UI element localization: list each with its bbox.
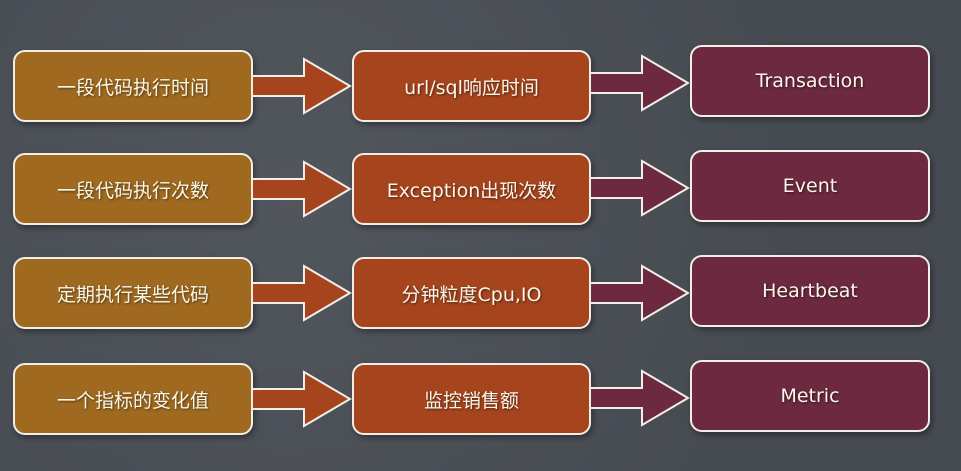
- example-box-label: Exception出现次数: [386, 179, 557, 202]
- arrow-right-icon: [590, 159, 690, 217]
- source-box-label: 一个指标的变化值: [56, 389, 209, 412]
- message-type-box-label: Transaction: [755, 70, 865, 92]
- example-box-label: 分钟粒度Cpu,IO: [401, 283, 542, 306]
- message-type-box-label: Event: [782, 175, 838, 197]
- example-box: url/sql响应时间: [352, 50, 591, 122]
- arrow-right-icon: [252, 264, 352, 322]
- message-type-box-label: Metric: [780, 385, 840, 407]
- message-type-box: Event: [690, 150, 930, 222]
- arrow-right-icon: [252, 370, 352, 428]
- source-box: 一个指标的变化值: [13, 363, 253, 435]
- message-type-box-label: Heartbeat: [762, 280, 858, 302]
- message-type-box: Transaction: [690, 45, 930, 117]
- arrow-right-icon: [590, 369, 690, 427]
- source-box: 一段代码执行时间: [13, 50, 253, 122]
- source-box: 一段代码执行次数: [13, 153, 253, 225]
- arrow-right-icon: [590, 264, 690, 322]
- arrow-right-icon: [252, 160, 352, 218]
- source-box-label: 定期执行某些代码: [56, 283, 209, 306]
- source-box-label: 一段代码执行时间: [56, 76, 209, 99]
- source-box-label: 一段代码执行次数: [56, 179, 209, 202]
- example-box: Exception出现次数: [352, 153, 591, 225]
- example-box: 分钟粒度Cpu,IO: [352, 257, 591, 329]
- example-box-label: url/sql响应时间: [404, 76, 539, 99]
- arrow-right-icon: [252, 57, 352, 115]
- example-box-label: 监控销售额: [423, 389, 519, 412]
- example-box: 监控销售额: [352, 363, 591, 435]
- message-type-box: Heartbeat: [690, 255, 930, 327]
- source-box: 定期执行某些代码: [13, 257, 253, 329]
- message-type-box: Metric: [690, 360, 930, 432]
- arrow-right-icon: [590, 54, 690, 112]
